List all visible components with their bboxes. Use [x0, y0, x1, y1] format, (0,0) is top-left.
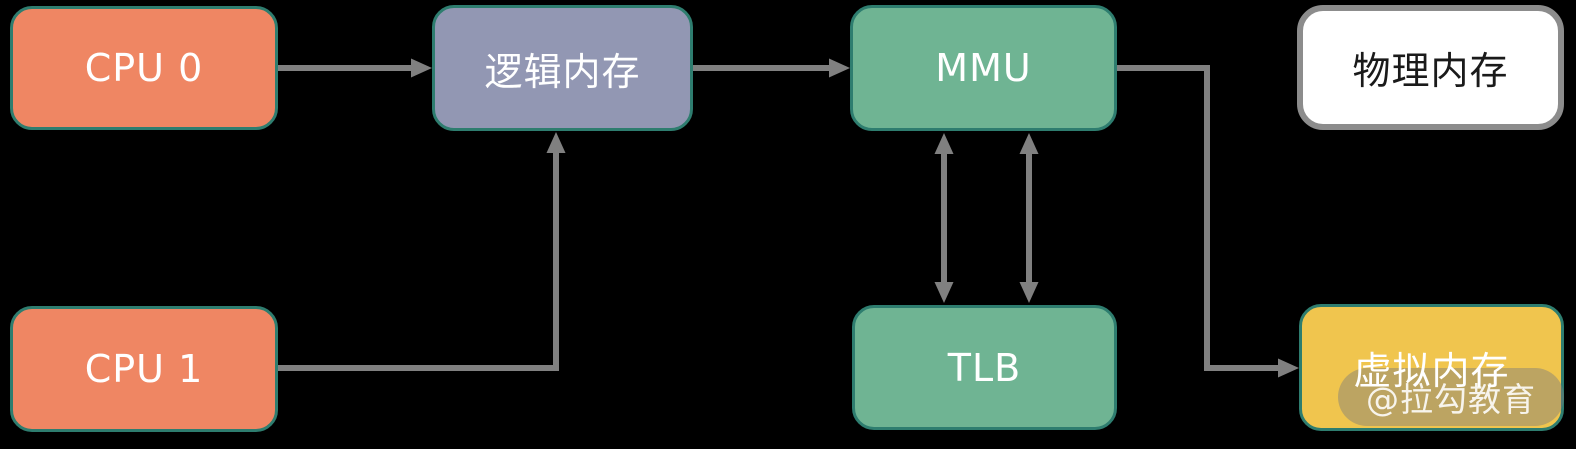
node-cpu-1-label: CPU 1: [84, 347, 204, 391]
arrow-cpu1-to-logical-memory: [278, 132, 566, 371]
node-mmu: MMU: [850, 5, 1117, 131]
node-logical-memory: 逻辑内存: [432, 5, 693, 131]
arrow-mmu-to-virtual-memory: [1117, 65, 1299, 378]
watermark-label: @拉勾教育: [1366, 380, 1536, 419]
arrow-logical-memory-to-mmu: [693, 58, 850, 78]
arrow-mmu-tlb-right: [1019, 133, 1039, 303]
node-physical-memory-label: 物理内存: [1352, 49, 1509, 93]
watermark-badge: @拉勾教育: [1338, 368, 1564, 426]
node-cpu-0-label: CPU 0: [84, 46, 204, 90]
arrow-cpu0-to-logical-memory: [278, 58, 432, 78]
node-virtual-memory: 虚拟内存: [1299, 304, 1564, 431]
node-physical-memory: 物理内存: [1297, 5, 1564, 130]
node-tlb: TLB: [852, 305, 1117, 430]
node-logical-memory-label: 逻辑内存: [484, 49, 641, 94]
arrow-mmu-tlb-left: [934, 133, 954, 303]
node-mmu-label: MMU: [935, 46, 1032, 90]
node-cpu-1: CPU 1: [10, 306, 278, 432]
node-cpu-0: CPU 0: [10, 6, 278, 130]
node-tlb-label: TLB: [947, 345, 1022, 390]
node-virtual-memory-label: 虚拟内存: [1353, 349, 1510, 393]
